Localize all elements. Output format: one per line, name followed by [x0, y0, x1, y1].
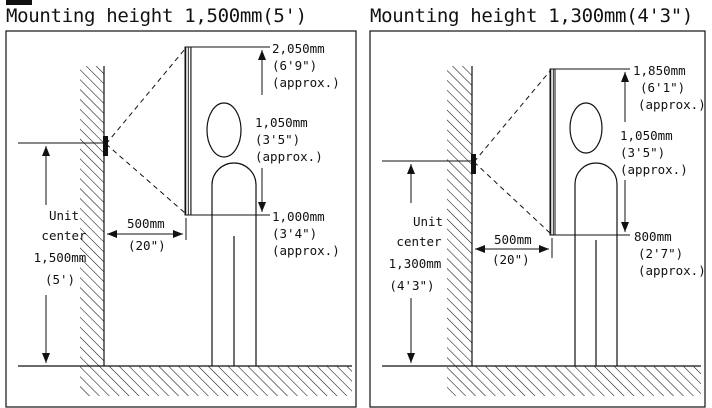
left-height-mm: 1,500mm [34, 250, 87, 265]
right-top-approx: (approx.) [638, 97, 706, 112]
right-viewing-area [549, 68, 556, 236]
left-panel-frame [5, 30, 357, 408]
left-top-imperial: (6'9") [272, 58, 317, 73]
right-mid-mm: 1,050mm [620, 128, 673, 143]
left-mid-approx: (approx.) [255, 149, 323, 164]
left-mid-imperial: (3'5") [255, 132, 300, 147]
right-unit-icon [471, 154, 476, 174]
right-bottom-imperial: (2'7") [638, 246, 683, 261]
left-bottom-imperial: (3'4") [272, 226, 317, 241]
left-bottom-approx: (approx.) [272, 243, 340, 258]
right-panel-frame [369, 30, 706, 408]
right-dist-mm: 500mm [494, 232, 532, 247]
left-floor-hatch [80, 366, 352, 396]
left-viewing-area [184, 46, 192, 216]
left-wall-hatch [80, 66, 104, 366]
left-panel: 2,050mm (6'9") (approx.) 1,050mm (3'5") … [5, 30, 357, 408]
left-person-figure [206, 102, 257, 366]
right-height-mm: 1,300mm [389, 256, 442, 271]
left-bottom-mm: 1,000mm [272, 209, 325, 224]
right-bottom-approx: (approx.) [638, 263, 706, 278]
right-panel-title: Mounting height 1,300mm(4'3") [370, 5, 694, 27]
left-view-upper-line [105, 48, 186, 145]
right-center-label: center [396, 234, 442, 249]
right-mid-imperial: (3'5") [620, 145, 665, 160]
left-dist-imperial: (20") [128, 238, 166, 253]
left-view-lower-line [105, 143, 186, 214]
left-height-imperial: (5') [45, 272, 75, 287]
right-height-imperial: (4'3") [389, 278, 434, 293]
right-floor-hatch [447, 366, 701, 396]
left-unit-label: Unit [49, 208, 79, 223]
left-unit-icon [103, 136, 108, 156]
right-mid-approx: (approx.) [620, 162, 688, 177]
left-panel-title: Mounting height 1,500mm(5') [6, 5, 307, 27]
corner-mark [6, 0, 32, 5]
left-mid-mm: 1,050mm [255, 115, 308, 130]
right-top-imperial: (6'1") [640, 80, 685, 95]
right-view-lower-line [473, 161, 551, 234]
right-person-figure [569, 102, 618, 366]
right-view-upper-line [473, 70, 551, 163]
right-panel: 1,850mm (6'1") (approx.) 1,050mm (3'5") … [369, 30, 706, 408]
right-wall-hatch [447, 66, 472, 366]
left-center-label: center [41, 228, 87, 243]
right-top-mm: 1,850mm [633, 63, 686, 78]
left-top-approx: (approx.) [272, 75, 340, 90]
right-dist-imperial: (20") [492, 252, 530, 267]
left-dist-mm: 500mm [127, 216, 165, 231]
right-unit-label: Unit [413, 214, 443, 229]
right-bottom-mm: 800mm [634, 229, 672, 244]
left-top-mm: 2,050mm [272, 41, 325, 56]
